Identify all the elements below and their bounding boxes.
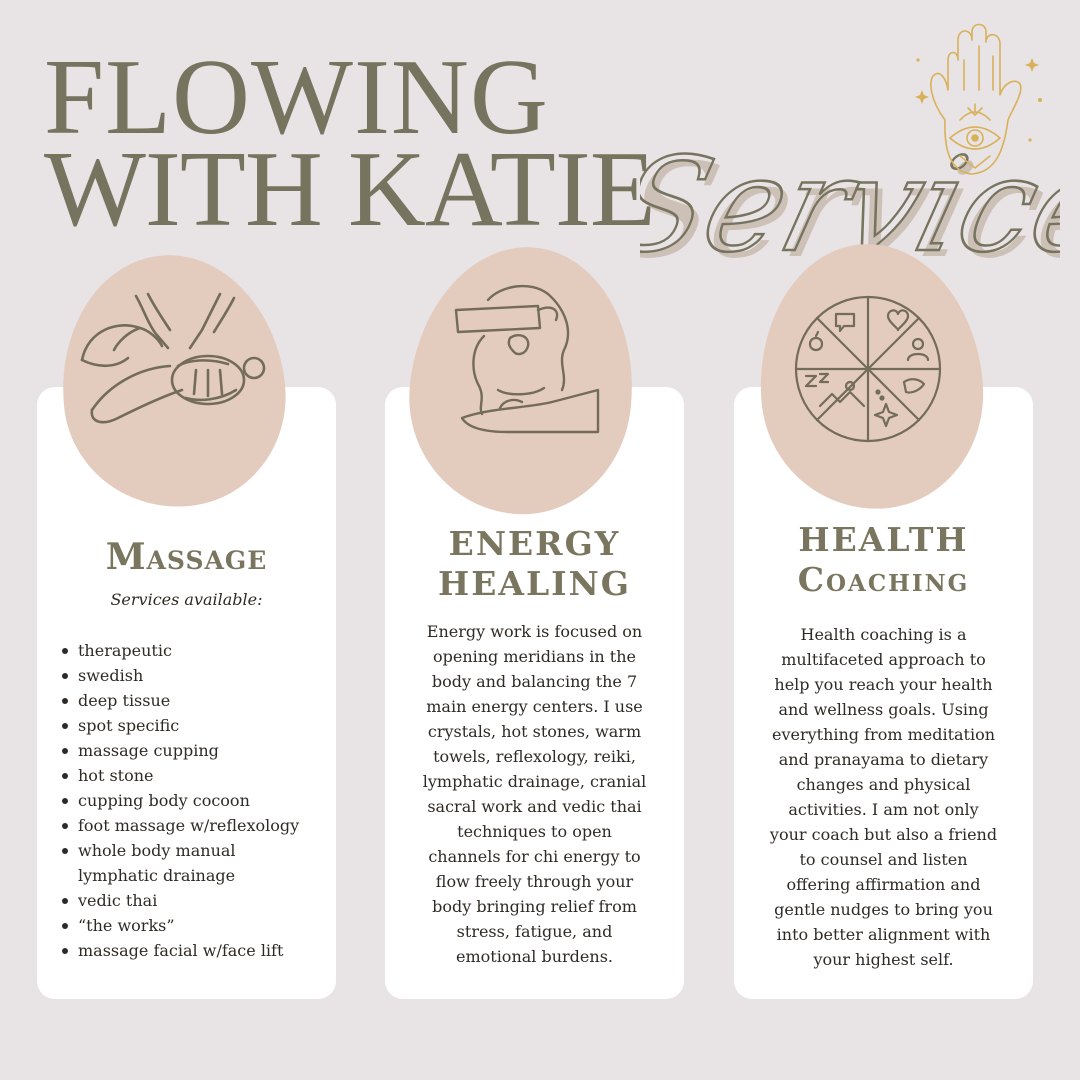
massage-services-list: therapeutic swedish deep tissue spot spe…: [58, 638, 299, 963]
list-item: hot stone: [61, 763, 299, 788]
list-item: foot massage w/reflexology: [61, 813, 299, 838]
list-item: swedish: [61, 663, 299, 688]
description-line: activities. I am not only: [788, 800, 979, 819]
description-line: towels, reflexology, reiki,: [433, 747, 636, 766]
list-item: massage cupping: [61, 738, 299, 763]
description-line: and pranayama to dietary: [778, 750, 989, 769]
hamsa-hand-icon: [915, 23, 1042, 175]
description-line: Health coaching is a: [800, 625, 967, 644]
description-line: changes and physical: [796, 775, 971, 794]
list-item-continuation: lymphatic drainage: [78, 866, 236, 885]
energy-healing-icon: [454, 284, 600, 434]
description-line: opening meridians in the: [432, 647, 636, 666]
description-line: body bringing relief from: [432, 897, 637, 916]
list-item: therapeutic: [61, 638, 299, 663]
list-item: massage facial w/face lift: [61, 938, 299, 963]
description-line: into better alignment with: [776, 925, 991, 944]
description-line: multifaceted approach to: [781, 650, 986, 669]
description-line: sacral work and vedic thai: [427, 797, 642, 816]
energy-healing-title: ENERGY HEALING: [438, 524, 631, 603]
wellness-wheel-icon: [794, 295, 942, 443]
list-item: deep tissue: [61, 688, 299, 713]
list-item: vedic thai: [61, 888, 299, 913]
services-script-word: Services Services: [640, 129, 1060, 280]
health-coaching-title: HEALTH Coaching: [797, 520, 970, 599]
description-line: lymphatic drainage, cranial: [422, 772, 647, 791]
energy-healing-description: Energy work is focused on opening meridi…: [385, 619, 684, 969]
description-line: your highest self.: [813, 950, 954, 969]
list-item: whole body manual: [61, 838, 299, 863]
massage-hands-icon: [80, 292, 266, 424]
description-line: to counsel and listen: [799, 850, 968, 869]
description-line: main energy centers. I use: [426, 697, 643, 716]
description-line: stress, fatigue, and: [456, 922, 613, 941]
list-item: “the works”: [61, 913, 299, 938]
title-line-1: FLOWING: [44, 38, 549, 157]
description-line: Energy work is focused on: [426, 622, 643, 641]
massage-subtitle: Services available:: [110, 590, 263, 609]
title-line-2: WITH KATIE: [44, 130, 656, 249]
description-line: techniques to open: [457, 822, 612, 841]
list-item: cupping body cocoon: [61, 788, 299, 813]
description-line: channels for chi energy to: [428, 847, 641, 866]
description-line: emotional burdens.: [455, 947, 613, 966]
description-line: crystals, hot stones, warm: [427, 722, 642, 741]
massage-title: Massage: [105, 536, 268, 578]
description-line: gentle nudges to bring you: [774, 900, 993, 919]
description-line: your coach but also a friend: [769, 825, 998, 844]
description-line: offering affirmation and: [786, 875, 981, 894]
description-line: body and balancing the 7: [431, 672, 638, 691]
list-item: spot specific: [61, 713, 299, 738]
description-line: and wellness goals. Using: [778, 700, 989, 719]
description-line: help you reach your health: [774, 675, 993, 694]
health-coaching-description: Health coaching is a multifaceted approa…: [734, 622, 1033, 972]
description-line: everything from meditation: [771, 725, 996, 744]
description-line: flow freely through your: [435, 872, 634, 891]
